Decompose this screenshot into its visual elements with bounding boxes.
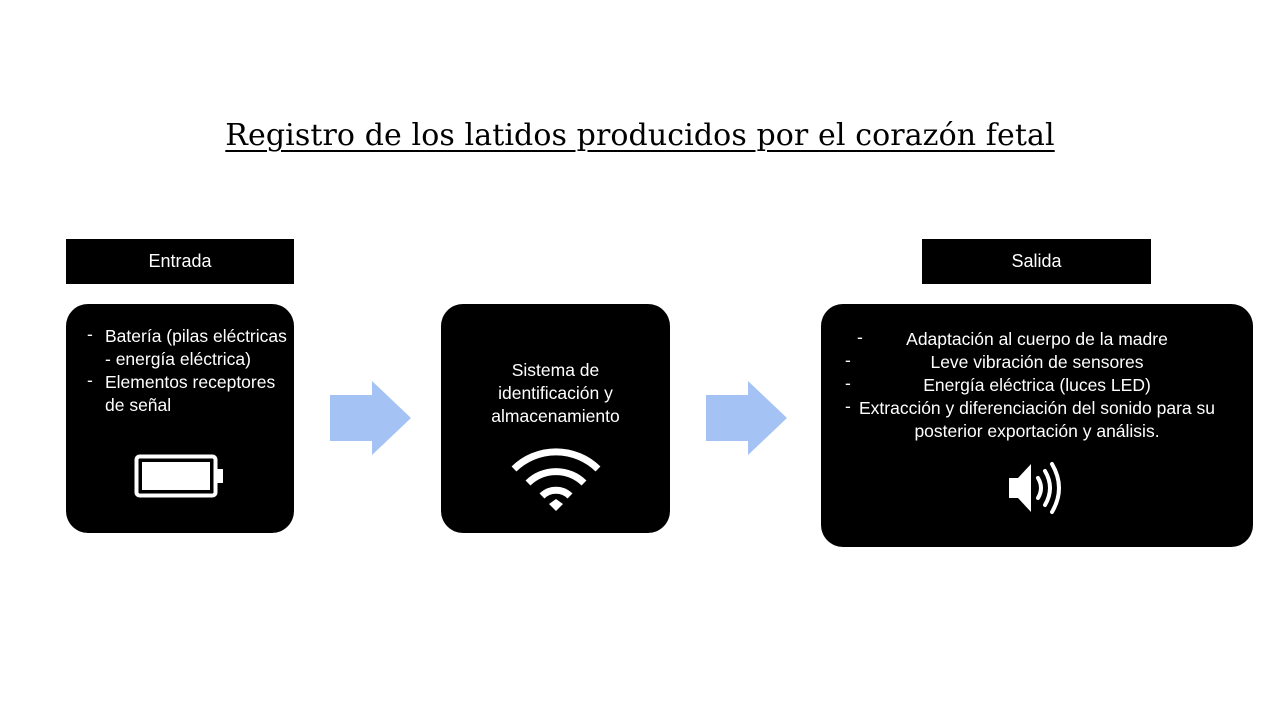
bullet-dash: - <box>87 370 93 390</box>
output-label: Salida <box>922 239 1151 284</box>
process-text: Sistema de identificación y almacenamien… <box>491 360 620 426</box>
output-item-text: Extracción y diferenciación del sonido p… <box>858 398 1216 441</box>
input-list: - Batería (pilas eléctricas - energía el… <box>87 325 290 417</box>
output-item-text: Energía eléctrica (luces LED) <box>923 375 1151 395</box>
battery-icon <box>134 454 223 498</box>
output-list: - Adaptación al cuerpo de la madre - Lev… <box>821 328 1253 443</box>
bullet-dash: - <box>87 324 93 344</box>
output-item: - Adaptación al cuerpo de la madre <box>821 328 1253 351</box>
input-item: - Batería (pilas eléctricas - energía el… <box>87 325 290 371</box>
diagram-title: Registro de los latidos producidos por e… <box>225 118 1055 153</box>
speaker-icon <box>1009 462 1061 514</box>
input-item-text: Elementos receptores de señal <box>105 372 276 415</box>
output-item-text: Leve vibración de sensores <box>930 352 1144 372</box>
bullet-dash: - <box>845 373 851 393</box>
input-card: - Batería (pilas eléctricas - energía el… <box>66 304 294 533</box>
bullet-dash: - <box>857 327 863 347</box>
output-item: - Leve vibración de sensores <box>821 351 1253 374</box>
bullet-dash: - <box>845 350 851 370</box>
input-item: - Elementos receptores de señal <box>87 371 290 417</box>
process-card: Sistema de identificación y almacenamien… <box>441 304 670 533</box>
output-item: - Energía eléctrica (luces LED) <box>821 374 1253 397</box>
input-label: Entrada <box>66 239 294 284</box>
output-item-text: Adaptación al cuerpo de la madre <box>906 329 1168 349</box>
input-item-text: Batería (pilas eléctricas - energía eléc… <box>105 326 287 369</box>
bullet-dash: - <box>845 396 851 416</box>
flow-arrow <box>706 381 787 455</box>
wifi-icon <box>511 448 601 511</box>
flow-arrow <box>330 381 411 455</box>
output-item: - Extracción y diferenciación del sonido… <box>821 397 1253 443</box>
output-card: - Adaptación al cuerpo de la madre - Lev… <box>821 304 1253 547</box>
